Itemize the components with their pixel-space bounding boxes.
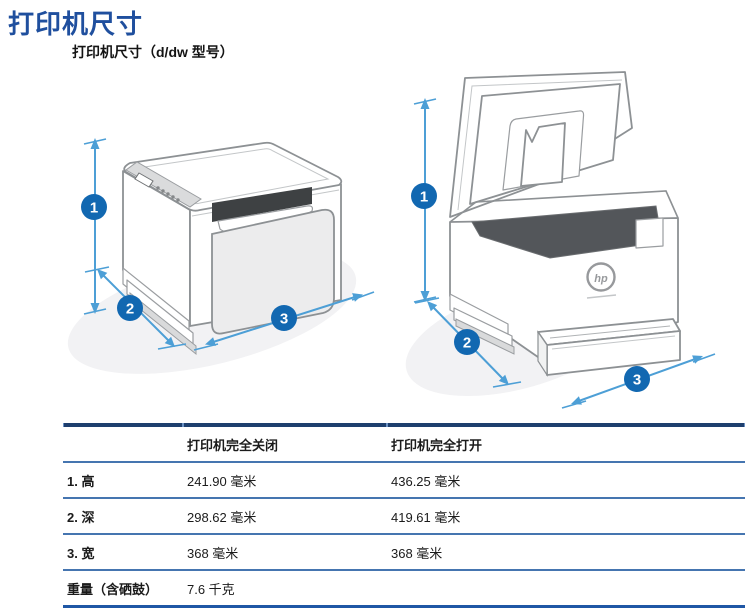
- svg-text:3: 3: [633, 372, 641, 389]
- output-slot: [212, 187, 312, 222]
- row-label: 3. 宽: [63, 535, 183, 571]
- printer-closed-drawing: [122, 141, 343, 356]
- output-tray: [537, 318, 681, 378]
- table-row-height: 1. 高 241.90 毫米 436.25 毫米: [63, 463, 745, 499]
- height-dimension-arrow: 1: [81, 138, 107, 315]
- table-header-row: 打印机完全关闭 打印机完全打开: [63, 423, 745, 463]
- row-value-open: 436.25 毫米: [387, 463, 745, 499]
- hp-logo: hp: [586, 262, 617, 299]
- table-row-weight: 重量（含硒鼓） 7.6 千克: [63, 571, 745, 608]
- row-value-closed: 368 毫米: [183, 535, 387, 571]
- dimension-badge-width: 3: [271, 305, 297, 331]
- toner-cavity: [471, 205, 663, 259]
- row-value-closed: 241.90 毫米: [183, 463, 387, 499]
- table-row-width: 3. 宽 368 毫米 368 毫米: [63, 535, 745, 571]
- printer-open-illustration: hp 1 2: [405, 71, 716, 409]
- row-value-closed: 298.62 毫米: [183, 499, 387, 535]
- table-header-empty: [63, 423, 183, 463]
- table-row-depth: 2. 深 298.62 毫米 419.61 毫米: [63, 499, 745, 535]
- table-header-open: 打印机完全打开: [387, 423, 745, 463]
- svg-text:1: 1: [90, 200, 98, 217]
- printer-open-figure: hp 1 2: [390, 70, 750, 410]
- row-label: 2. 深: [63, 499, 183, 535]
- svg-text:2: 2: [126, 301, 134, 318]
- row-value-open: 368 毫米: [387, 535, 745, 571]
- dimension-badge-height: 1: [81, 194, 107, 220]
- svg-text:3: 3: [280, 311, 288, 328]
- printer-closed-illustration: 1 2 3: [67, 138, 375, 374]
- page-title: 打印机尺寸: [8, 9, 144, 39]
- printer-closed-figure: 1 2 3: [60, 100, 390, 380]
- dimension-badge-height: 1: [411, 183, 437, 209]
- table-header-closed: 打印机完全关闭: [183, 423, 387, 463]
- row-label: 1. 高: [63, 463, 183, 499]
- row-value-closed: 7.6 千克: [183, 571, 387, 608]
- control-panel: [125, 161, 202, 208]
- width-dimension-arrow: 3: [193, 291, 375, 351]
- row-label: 重量（含硒鼓）: [63, 571, 183, 608]
- front-cover: [211, 208, 335, 335]
- width-dimension-arrow: 3: [561, 353, 716, 409]
- row-value-open: 419.61 毫米: [387, 499, 745, 535]
- height-dimension-arrow: 1: [411, 98, 437, 303]
- paper-support: [520, 122, 566, 187]
- depth-dimension-arrow: 2: [84, 266, 187, 350]
- dimension-badge-width: 3: [624, 366, 650, 392]
- dimensions-table: 打印机完全关闭 打印机完全打开 1. 高 241.90 毫米 436.25 毫米…: [63, 423, 745, 608]
- svg-text:1: 1: [420, 189, 428, 206]
- depth-dimension-arrow: 2: [414, 297, 522, 388]
- control-display: [134, 172, 154, 188]
- printer-open-drawing: hp: [449, 71, 681, 378]
- svg-text:hp: hp: [594, 273, 608, 285]
- row-value-open: [387, 571, 745, 608]
- svg-text:2: 2: [463, 335, 471, 352]
- dimension-badge-depth: 2: [454, 329, 480, 355]
- page-subtitle: 打印机尺寸（d/dw 型号）: [72, 44, 234, 60]
- dimension-badge-depth: 2: [117, 295, 143, 321]
